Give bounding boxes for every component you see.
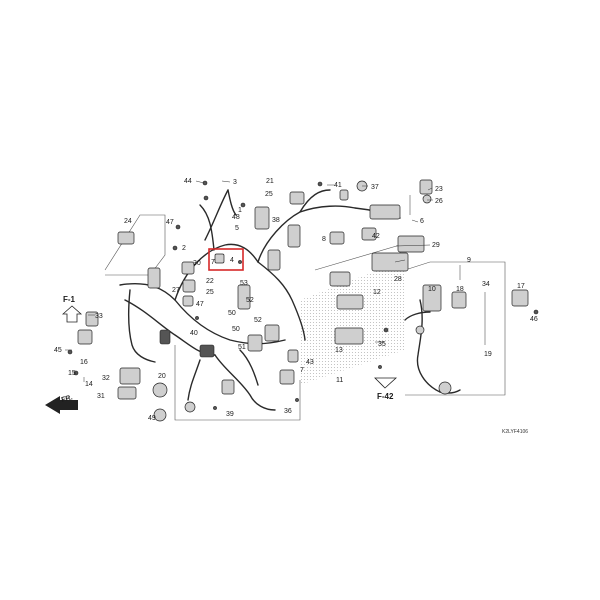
- front-arrow-label: FR.: [61, 394, 74, 404]
- callout-19: 19: [484, 351, 492, 358]
- callout-45: 45: [54, 347, 62, 354]
- highlight-box-part-4: [208, 248, 244, 271]
- callout-25a: 25: [265, 191, 273, 198]
- sub-harness-right: [404, 299, 461, 394]
- callout-38: 38: [272, 217, 280, 224]
- callout-8: 8: [322, 236, 326, 243]
- callout-49: 49: [148, 415, 156, 422]
- callout-41: 41: [334, 182, 342, 189]
- assembly-frame-main: [104, 214, 166, 276]
- callout-26: 26: [435, 198, 443, 205]
- reference-f42: F-42: [374, 377, 398, 401]
- ref-label-f42: F-42: [377, 392, 394, 401]
- callout-43: 43: [306, 359, 314, 366]
- callout-27: 27: [172, 287, 180, 294]
- callout-51: 51: [238, 344, 246, 351]
- callout-10: 10: [428, 286, 436, 293]
- callout-50b: 50: [228, 310, 236, 317]
- part-4-shape: [214, 253, 225, 264]
- callout-47a: 47: [166, 219, 174, 226]
- front-arrow: FR.: [45, 394, 78, 414]
- callout-24: 24: [124, 218, 132, 225]
- callout-28: 28: [394, 276, 402, 283]
- callout-17: 17: [517, 283, 525, 290]
- leader-lines: [65, 180, 486, 382]
- callout-37: 37: [371, 184, 379, 191]
- catalog-code: K2LYF4106: [502, 429, 528, 435]
- callout-35: 35: [378, 341, 386, 348]
- callout-39: 39: [226, 411, 234, 418]
- reference-f1: F-1: [61, 295, 83, 323]
- callout-23: 23: [435, 186, 443, 193]
- callout-44: 44: [184, 178, 192, 185]
- assembly-frame-center: [174, 345, 301, 421]
- callout-7b: 7: [300, 367, 304, 374]
- callout-9: 9: [467, 257, 471, 264]
- callout-34: 34: [482, 281, 490, 288]
- callout-6: 6: [420, 218, 424, 225]
- callout-52b: 52: [254, 317, 262, 324]
- callout-25b: 25: [206, 289, 214, 296]
- main-harness: [119, 189, 401, 411]
- callout-40: 40: [190, 330, 198, 337]
- callout-22: 22: [206, 278, 214, 285]
- callout-14: 14: [85, 381, 93, 388]
- callout-33: 33: [95, 313, 103, 320]
- callout-numbers: 44 3 21 25 41 37 23 26 1 2 47 24 48 38 5…: [54, 178, 538, 422]
- callout-5: 5: [235, 225, 239, 232]
- callout-48: 48: [232, 214, 240, 221]
- callout-46: 46: [530, 316, 538, 323]
- callout-12: 12: [373, 289, 381, 296]
- callout-11: 11: [336, 377, 343, 384]
- callout-31: 31: [97, 393, 105, 400]
- callout-13: 13: [335, 347, 343, 354]
- part-shapes: [77, 179, 529, 422]
- callout-53: 53: [240, 280, 248, 287]
- callout-42: 42: [372, 233, 380, 240]
- callout-29: 29: [432, 242, 440, 249]
- ref-label-f1: F-1: [63, 295, 76, 304]
- callout-7a: 7: [211, 259, 215, 266]
- callout-21: 21: [266, 178, 274, 185]
- callout-3a: 3: [233, 179, 237, 186]
- callout-20: 20: [158, 373, 166, 380]
- callout-50a: 50: [232, 326, 240, 333]
- callout-18: 18: [456, 286, 464, 293]
- callout-36: 36: [284, 408, 292, 415]
- callout-47b: 47: [196, 301, 204, 308]
- callout-4: 4: [230, 257, 234, 264]
- callout-2: 2: [182, 245, 186, 252]
- shaded-panel: [300, 260, 405, 385]
- callout-32: 32: [102, 375, 110, 382]
- assembly-frame-right: [404, 261, 506, 396]
- callout-1: 1: [238, 207, 242, 214]
- callout-52a: 52: [246, 297, 254, 304]
- callout-16: 16: [80, 359, 88, 366]
- callout-15: 15: [68, 370, 76, 377]
- fasteners: [67, 180, 539, 410]
- callout-30: 30: [193, 260, 201, 267]
